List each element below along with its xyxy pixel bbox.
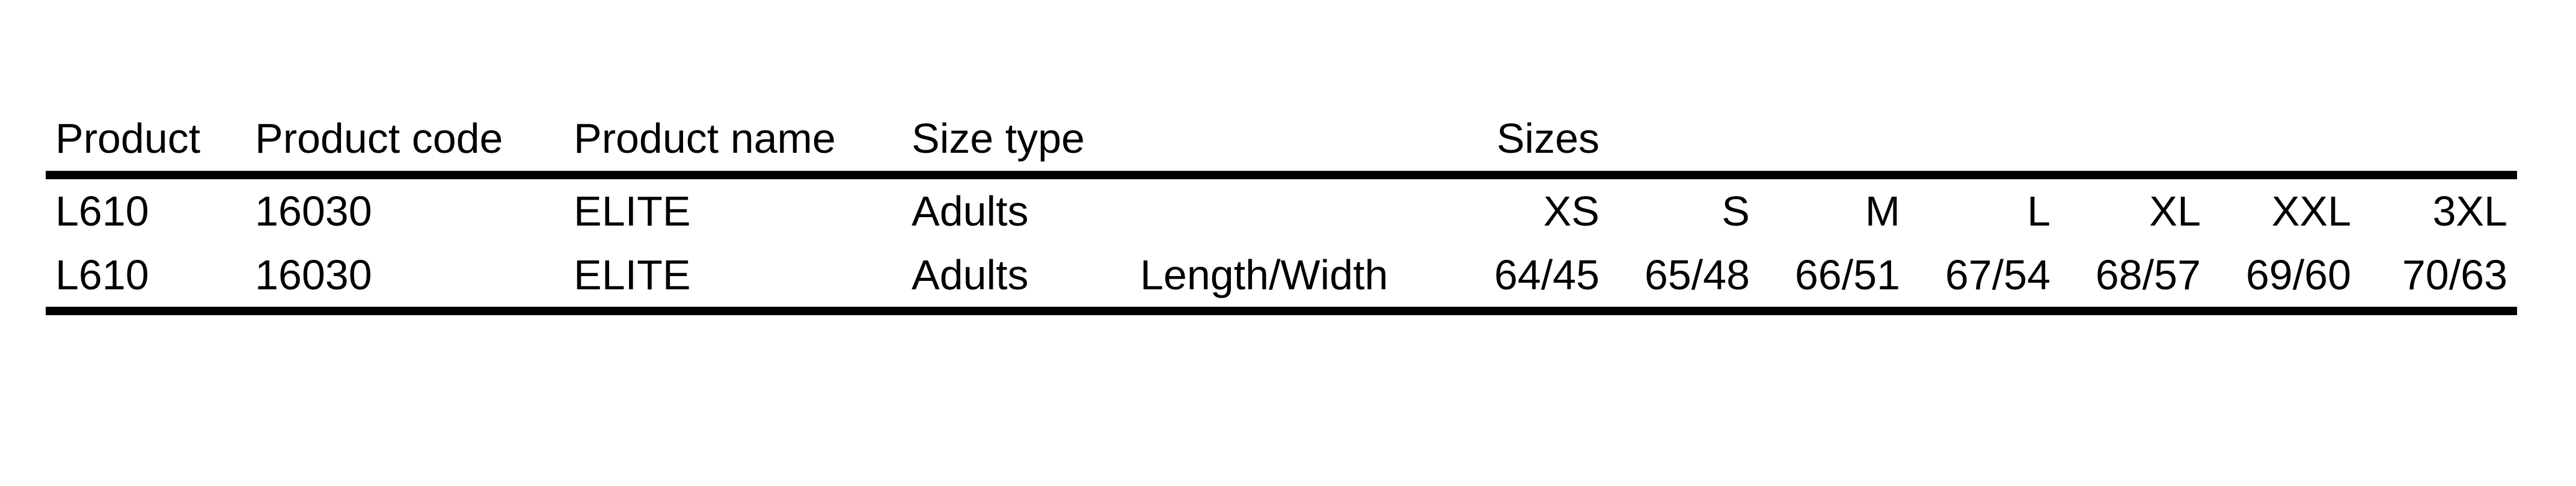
cell-product-name: ELITE: [564, 243, 902, 315]
cell-product: L610: [55, 188, 149, 235]
cell-size-type: Adults: [902, 243, 1130, 315]
cell-product-name: ELITE: [574, 188, 691, 235]
cell-size: M: [1865, 188, 1900, 235]
cell-size: 69/60: [2210, 243, 2361, 315]
cell-size: XS: [1543, 188, 1599, 235]
cell-size: 64/45: [1459, 243, 1609, 315]
cell-size: 70/63: [2361, 243, 2517, 315]
cell-measure: [1130, 175, 1459, 243]
header-blank: [1609, 106, 1759, 179]
header-sizes: Sizes: [1459, 106, 1609, 179]
cell-size: XL: [2149, 188, 2201, 235]
cell-size: S: [1722, 188, 1750, 235]
header-product: Product: [46, 106, 245, 179]
header-blank: [2210, 106, 2361, 179]
cell-size: L: [2027, 188, 2050, 235]
table-row: L610 16030 ELITE Adults XS S M L XL XXL …: [46, 175, 2517, 243]
header-blank: [2361, 106, 2517, 179]
cell-product-code: 16030: [245, 243, 564, 315]
cell-size-type: Adults: [912, 188, 1029, 235]
table-header-row: Product Product code Product name Size t…: [46, 106, 2517, 179]
table-row: L610 16030 ELITE Adults Length/Width 64/…: [46, 243, 2517, 315]
cell-size: XXL: [2271, 188, 2351, 235]
header-product-code: Product code: [245, 106, 564, 179]
header-blank: [2060, 106, 2210, 179]
cell-product-code: 16030: [255, 188, 372, 235]
size-table: Product Product code Product name Size t…: [46, 106, 2517, 315]
header-blank: [1759, 106, 1910, 179]
cell-size: 68/57: [2060, 243, 2210, 315]
cell-size: 3XL: [2432, 188, 2507, 235]
cell-product: L610: [46, 243, 245, 315]
header-measure: [1130, 106, 1459, 179]
cell-size: 67/54: [1910, 243, 2060, 315]
header-blank: [1910, 106, 2060, 179]
cell-measure: Length/Width: [1130, 243, 1459, 315]
header-size-type: Size type: [902, 106, 1130, 179]
cell-size: 66/51: [1759, 243, 1910, 315]
header-product-name: Product name: [564, 106, 902, 179]
cell-size: 65/48: [1609, 243, 1759, 315]
